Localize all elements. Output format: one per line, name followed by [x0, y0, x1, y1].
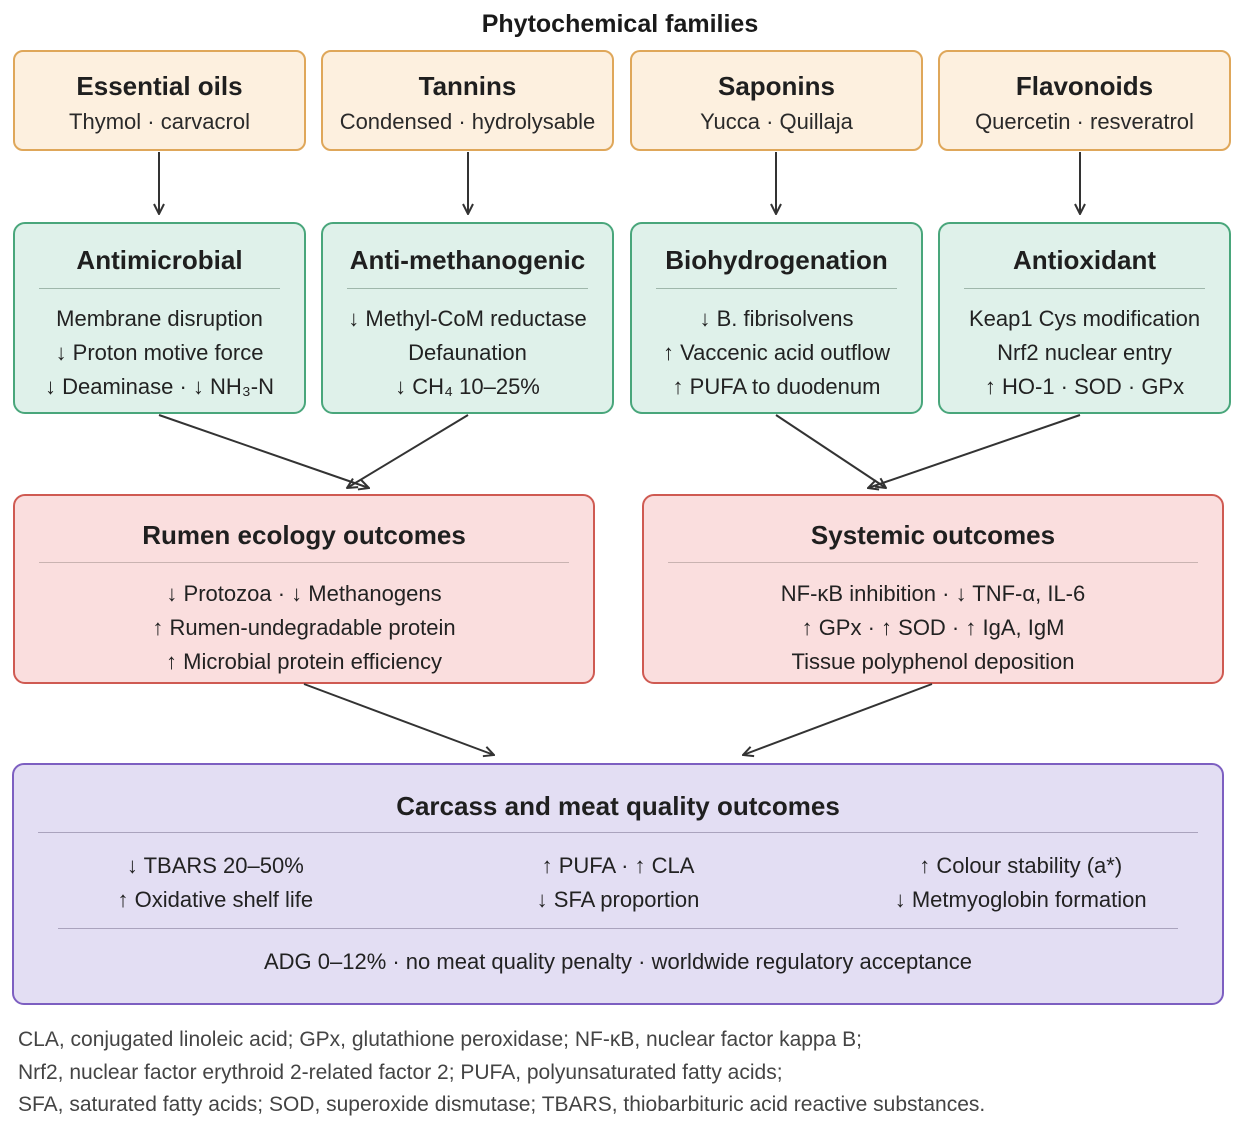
mechanism-box-antioxidant: Antioxidant Keap1 Cys modification Nrf2 …: [938, 222, 1231, 414]
mechanism-line: Keap1 Cys modification: [968, 306, 1201, 331]
footnote-line: SFA, saturated fatty acids; SOD, superox…: [18, 1093, 986, 1116]
outcome-line: NF-κB inhibition · ↓ TNF-α, IL-6: [780, 581, 1086, 606]
carcass-title: Carcass and meat quality outcomes: [396, 791, 840, 821]
carcass-line: ↓ Metmyoglobin formation: [894, 887, 1147, 912]
outcome-line: ↑ Rumen-undegradable protein: [152, 615, 456, 640]
outcome-name: Systemic outcomes: [810, 520, 1056, 550]
carcass-line: ↓ SFA proportion: [536, 887, 700, 912]
family-name: Essential oils: [76, 71, 243, 101]
family-box-essential-oils: Essential oils Thymol · carvacrol: [13, 50, 306, 151]
divider: [39, 562, 569, 563]
carcass-line: ↓ TBARS 20–50%: [126, 853, 304, 878]
divider: [347, 288, 588, 289]
carcass-column-colour: ↑ Colour stability (a*) ↓ Metmyoglobin f…: [819, 849, 1222, 917]
divider: [38, 832, 1198, 833]
outcome-line: ↑ GPx · ↑ SOD · ↑ IgA, IgM: [801, 615, 1065, 640]
footnote-line: Nrf2, nuclear factor erythroid 2-related…: [18, 1060, 783, 1084]
arrow-biohydrogenation-to-systemic: [775, 414, 886, 488]
carcass-meat-quality-box: Carcass and meat quality outcomes ↓ TBAR…: [12, 763, 1224, 1005]
outcome-line: ↓ Protozoa · ↓ Methanogens: [166, 581, 442, 606]
mechanism-line: ↑ Vaccenic acid outflow: [662, 340, 891, 365]
divider: [58, 928, 1178, 929]
mechanism-line: ↓ B. fibrisolvens: [699, 306, 854, 331]
outcome-line: ↑ Microbial protein efficiency: [166, 649, 442, 674]
divider: [964, 288, 1205, 289]
carcass-line: ↑ Colour stability (a*): [919, 853, 1123, 878]
mechanism-line: ↓ Methyl-CoM reductase: [348, 306, 587, 331]
carcass-column-oxidation: ↓ TBARS 20–50% ↑ Oxidative shelf life: [14, 849, 417, 917]
carcass-columns: ↓ TBARS 20–50% ↑ Oxidative shelf life ↑ …: [14, 849, 1222, 917]
mechanism-name: Biohydrogenation: [665, 245, 888, 275]
arrow-rumen-to-carcass: [303, 683, 494, 755]
footnotes: CLA, conjugated linoleic acid; GPx, glut…: [18, 1024, 1228, 1122]
family-box-tannins: Tannins Condensed · hydrolysable: [321, 50, 614, 151]
outcome-line: Tissue polyphenol deposition: [791, 649, 1075, 674]
mechanism-line: ↓ CH₄ 10–25%: [395, 374, 540, 399]
mechanism-line: ↑ PUFA to duodenum: [672, 374, 881, 399]
family-name: Saponins: [717, 71, 835, 101]
arrow-anti-methanogenic-to-rumen: [347, 414, 469, 488]
diagram-title: Phytochemical families: [481, 10, 759, 38]
family-examples: Condensed · hydrolysable: [339, 109, 596, 134]
carcass-summary: ADG 0–12% · no meat quality penalty · wo…: [263, 949, 973, 974]
mechanism-name: Antioxidant: [1013, 245, 1156, 275]
systemic-outcomes-box: Systemic outcomes NF-κB inhibition · ↓ T…: [642, 494, 1224, 684]
mechanism-box-antimicrobial: Antimicrobial Membrane disruption ↓ Prot…: [13, 222, 306, 414]
mechanism-line: Defaunation: [408, 340, 527, 365]
mechanism-line: Membrane disruption: [56, 306, 263, 331]
family-box-flavonoids: Flavonoids Quercetin · resveratrol: [938, 50, 1231, 151]
mechanism-name: Anti-methanogenic: [349, 245, 586, 275]
footnote-line: CLA, conjugated linoleic acid; GPx, glut…: [18, 1028, 862, 1051]
rumen-ecology-outcomes-box: Rumen ecology outcomes ↓ Protozoa · ↓ Me…: [13, 494, 595, 684]
carcass-line: ↑ PUFA · ↑ CLA: [541, 853, 695, 878]
family-examples: Thymol · carvacrol: [69, 109, 250, 134]
arrow-systemic-to-carcass: [743, 683, 933, 755]
mechanism-line: ↓ Deaminase · ↓ NH₃-N: [44, 374, 274, 399]
mechanism-box-biohydrogenation: Biohydrogenation ↓ B. fibrisolvens ↑ Vac…: [630, 222, 923, 414]
divider: [668, 562, 1198, 563]
mechanism-box-anti-methanogenic: Anti-methanogenic ↓ Methyl-CoM reductase…: [321, 222, 614, 414]
carcass-line: ↑ Oxidative shelf life: [117, 887, 314, 912]
family-examples: Quercetin · resveratrol: [975, 109, 1194, 134]
arrow-antioxidant-to-systemic: [868, 414, 1081, 488]
mechanism-line: ↓ Proton motive force: [55, 340, 264, 365]
family-name: Tannins: [418, 71, 517, 101]
outcome-name: Rumen ecology outcomes: [142, 520, 466, 550]
divider: [656, 288, 897, 289]
family-examples: Yucca · Quillaja: [700, 109, 853, 134]
mechanism-name: Antimicrobial: [76, 245, 243, 275]
carcass-column-fatty-acids: ↑ PUFA · ↑ CLA ↓ SFA proportion: [417, 849, 820, 917]
mechanism-line: Nrf2 nuclear entry: [997, 340, 1172, 365]
family-box-saponins: Saponins Yucca · Quillaja: [630, 50, 923, 151]
divider: [39, 288, 280, 289]
arrow-antimicrobial-to-rumen: [158, 414, 369, 488]
family-name: Flavonoids: [1015, 71, 1154, 101]
mechanism-line: ↑ HO-1 · SOD · GPx: [984, 374, 1185, 399]
